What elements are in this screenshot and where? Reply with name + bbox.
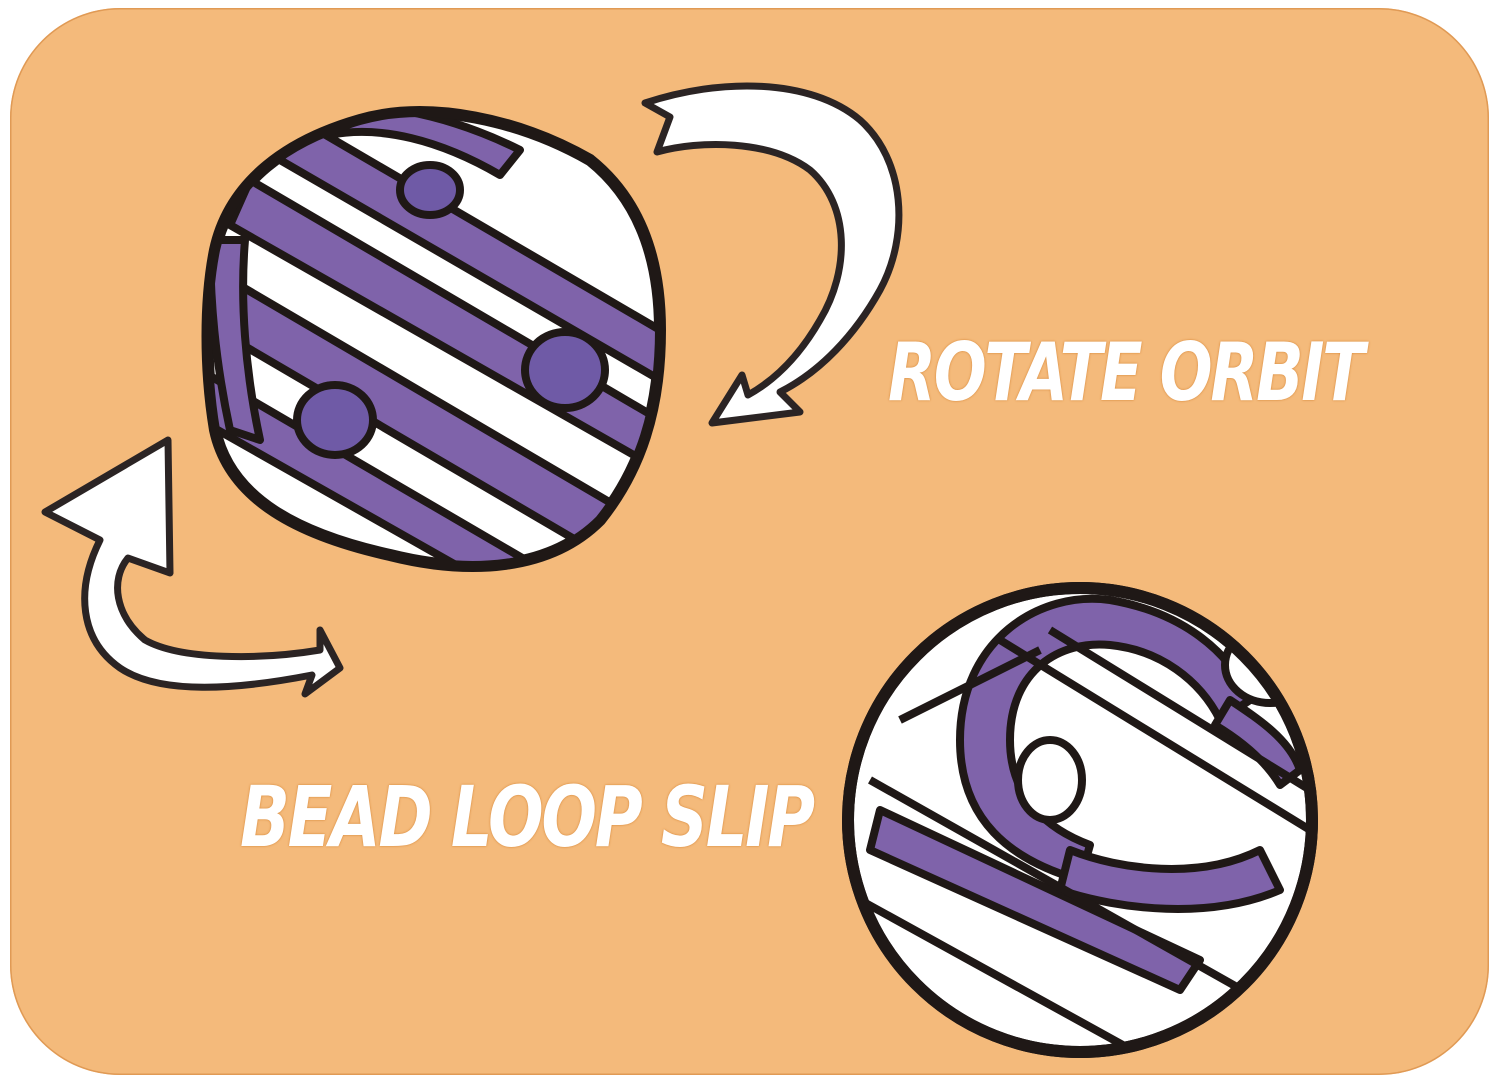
- rotate-orbit-label: ROTATE ORBIT: [888, 326, 1365, 419]
- slip-arrow-icon: [41, 436, 344, 698]
- bead-loop-slip-label: BEAD LOOP SLIP: [240, 768, 815, 866]
- rotate-arrow-icon: [641, 82, 903, 427]
- orbit-ball-closed: [842, 582, 1318, 1058]
- orbit-ball-twisted: [201, 106, 667, 572]
